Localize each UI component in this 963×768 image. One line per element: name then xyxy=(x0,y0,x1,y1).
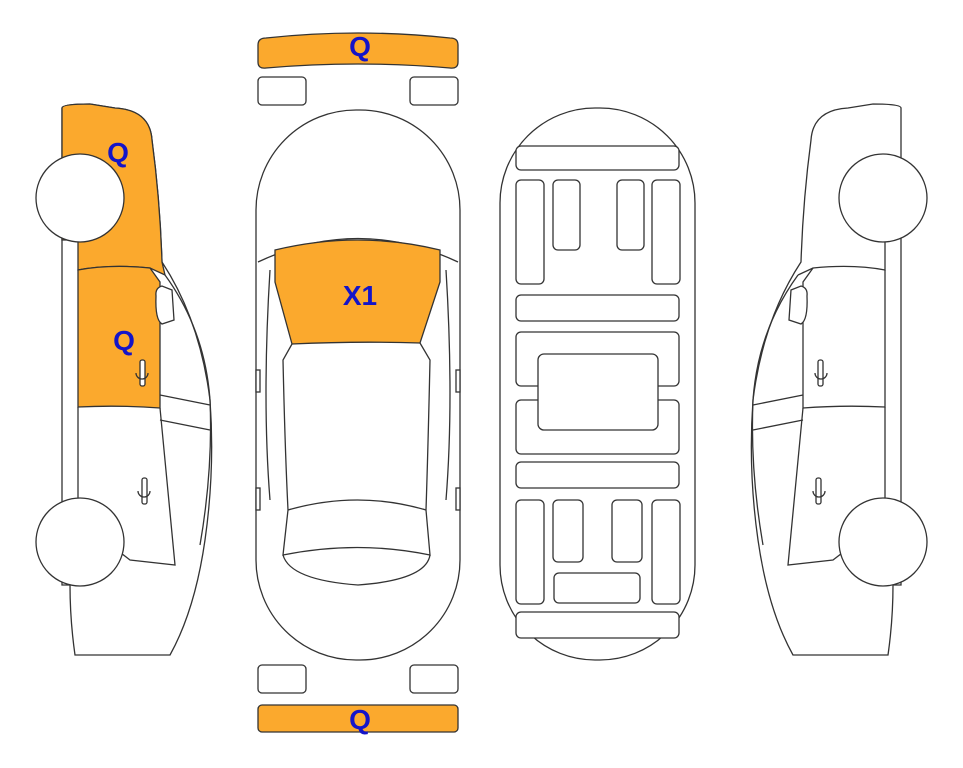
underbody-part xyxy=(552,179,581,251)
left-rear-wheel[interactable] xyxy=(35,497,125,587)
left-pillar-lines xyxy=(159,394,211,431)
underbody-part xyxy=(515,499,545,605)
front-bumper-damage-label: Q xyxy=(349,31,371,62)
windshield-panel[interactable] xyxy=(274,239,441,345)
rear-right-taillight[interactable] xyxy=(409,664,459,694)
left-mirror xyxy=(155,285,175,325)
rear-bumper-damage-label: Q xyxy=(349,704,371,735)
right-fender-line xyxy=(797,240,886,276)
top-left-mirror-front xyxy=(255,369,261,393)
right-front-door-outline xyxy=(802,267,886,409)
right-front-wheel[interactable] xyxy=(838,153,928,243)
rear-window-line xyxy=(287,499,427,511)
right-pillar-lines xyxy=(752,394,804,431)
top-left-handle-rear xyxy=(255,487,261,511)
right-mirror xyxy=(788,285,808,325)
side-door-lines xyxy=(265,269,451,501)
right-door-handle-rear xyxy=(812,477,826,505)
underbody-part xyxy=(552,499,584,563)
front-right-headlight[interactable] xyxy=(409,76,459,106)
top-right-mirror-front xyxy=(455,369,461,393)
left-door-damage-label: Q xyxy=(113,325,135,356)
underbody-part xyxy=(515,145,680,171)
left-rear-door-outline xyxy=(77,407,176,566)
underbody-part xyxy=(616,179,645,251)
right-rear-wheel[interactable] xyxy=(838,497,928,587)
front-bumper-panel[interactable] xyxy=(257,32,459,69)
rear-left-taillight[interactable] xyxy=(257,664,307,694)
right-rear-door-outline xyxy=(787,407,886,566)
front-left-headlight[interactable] xyxy=(257,76,307,106)
underbody-part xyxy=(553,572,641,604)
trunk-line xyxy=(282,554,431,586)
underbody-part xyxy=(611,499,643,563)
windshield-damage-label: X1 xyxy=(343,280,377,311)
top-view: Q X1 Q xyxy=(255,31,461,735)
rear-bumper-panel[interactable] xyxy=(257,704,459,733)
top-right-handle-rear xyxy=(455,487,461,511)
left-front-wheel[interactable] xyxy=(35,153,125,243)
underbody-part xyxy=(651,179,681,285)
underbody-part xyxy=(515,461,680,489)
right-side-view xyxy=(750,103,928,656)
left-roof-line xyxy=(164,274,212,546)
underbody-part xyxy=(515,294,680,322)
left-door-handle-rear xyxy=(137,477,151,505)
right-roof-line xyxy=(751,274,799,546)
underbody-center-panel xyxy=(537,353,659,431)
left-fender-damage-label: Q xyxy=(107,137,129,168)
underbody-view xyxy=(499,107,696,661)
right-door-handle-front xyxy=(814,359,828,387)
left-side-view: Q Q xyxy=(35,103,213,656)
underbody-part xyxy=(651,499,681,605)
left-door-handle-front xyxy=(135,359,149,387)
underbody-part xyxy=(515,611,680,639)
underbody-part xyxy=(515,179,545,285)
roof-outline xyxy=(282,342,431,556)
